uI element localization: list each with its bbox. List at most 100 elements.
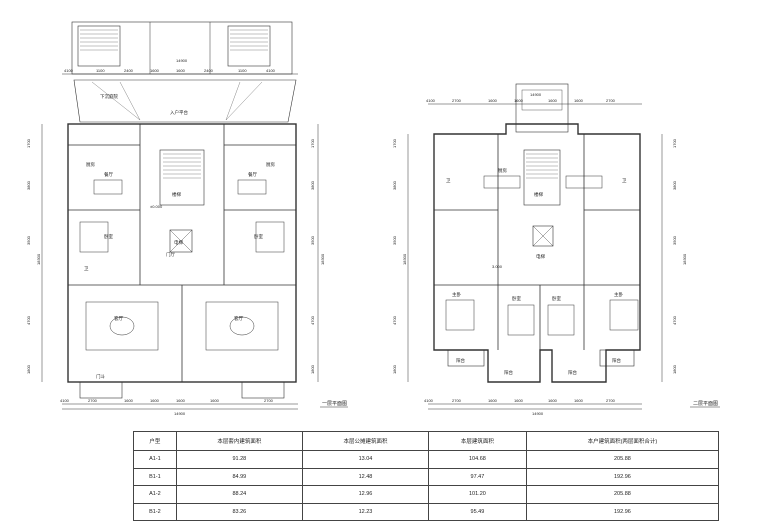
second-floor-overall-vert: 18300 [402, 253, 407, 265]
column-header: 本层建筑面积 [428, 431, 527, 451]
second-floor-left-dim: 1800 [392, 364, 397, 374]
room-label: 阳台 [612, 357, 621, 364]
area-table: 户型 本层套内建筑面积 本层公摊建筑面积 本层建筑面积 本户建筑面积(两层面积合… [133, 431, 720, 521]
first-floor-right-dim: 3800 [310, 180, 315, 190]
second-floor-right-dim: 4700 [672, 315, 677, 325]
second-floor-top-dim: 4100 [426, 98, 436, 103]
table-row: B1-2 83.26 12.23 95.49 192.96 [133, 502, 720, 521]
room-label: 主卧 [614, 291, 623, 298]
second-floor-top-dim: 1600 [514, 98, 524, 103]
room-label: 餐厅 [248, 171, 257, 178]
table-cell: A1-2 [133, 485, 177, 504]
second-floor-top-dim: 1600 [574, 98, 584, 103]
room-label: 主卧 [452, 291, 461, 298]
table-cell: 104.68 [428, 450, 527, 469]
second-floor-rooms: 卫 厨房 主卧 卧室 卧室 主卧 卫 阳台 阳台 阳台 阳台 楼梯 电梯 [446, 167, 627, 376]
second-floor-bottom-dim: 1600 [574, 398, 584, 403]
room-label: 入户平台 [170, 109, 188, 116]
room-label: 门厅 [166, 251, 175, 258]
first-floor-top-dim: 1600 [150, 68, 160, 73]
first-floor-overall-bottom: 14900 [174, 411, 186, 416]
column-header: 本户建筑面积(两层面积合计) [525, 431, 720, 451]
first-floor-top-dim: 4100 [266, 68, 276, 73]
room-label: 卫 [622, 178, 627, 183]
first-floor-bottom-dim: 2700 [88, 398, 98, 403]
table-cell: 192.96 [525, 467, 720, 486]
first-floor-left-dim: 3500 [26, 235, 31, 245]
second-floor-dims: 4100 2700 1600 1600 1600 1600 2700 4100 … [392, 92, 687, 416]
table-cell: 12.96 [301, 485, 430, 504]
second-floor-bottom-dim: 1600 [548, 398, 558, 403]
first-floor-left-dim: 4700 [26, 315, 31, 325]
second-floor-top-dim: 2700 [606, 98, 616, 103]
second-floor-top-dim: 1600 [548, 98, 558, 103]
table-cell: 88.24 [175, 485, 303, 504]
second-floor-bottom-dim: 4100 [424, 398, 434, 403]
second-floor-left-dim: 3500 [392, 235, 397, 245]
first-floor-bottom-dim: 4100 [60, 398, 70, 403]
column-header: 本层公摊建筑面积 [301, 431, 430, 451]
second-floor-plan [433, 83, 641, 383]
first-floor-top-dim: 2400 [124, 68, 134, 73]
room-label: 卫 [446, 178, 451, 183]
room-label: 楼梯 [534, 191, 543, 198]
second-floor-bottom-dim: 1600 [488, 398, 498, 403]
room-label: 楼梯 [172, 191, 181, 198]
table-cell: 205.88 [525, 485, 720, 504]
table-cell: 91.28 [175, 450, 303, 469]
table-cell: B1-2 [133, 502, 177, 521]
second-floor-left-dim: 4700 [392, 315, 397, 325]
first-floor-top-dim: 1100 [238, 68, 247, 73]
table-row: A1-1 91.28 13.04 104.68 205.88 [133, 450, 720, 469]
room-label: 阳台 [456, 357, 465, 364]
column-header: 户型 [133, 431, 177, 451]
second-floor-bottom-dim: 1600 [514, 398, 524, 403]
first-floor-top-dim: 1600 [176, 68, 186, 73]
second-floor-right-dim: 1700 [672, 138, 677, 148]
table-cell: 12.23 [301, 502, 430, 521]
table-cell: 192.96 [525, 502, 720, 521]
table-row: A1-2 88.24 12.96 101.20 205.88 [133, 485, 720, 504]
table-cell: 83.26 [175, 502, 303, 521]
second-floor-right-dim: 3500 [672, 235, 677, 245]
first-floor-left-dim: 1700 [26, 138, 31, 148]
room-label: 卧室 [512, 295, 521, 302]
second-floor-bottom-dim: 2700 [606, 398, 616, 403]
first-floor-right-dim: 3500 [310, 235, 315, 245]
table-cell: 13.04 [301, 450, 430, 469]
table-cell: A1-1 [133, 450, 177, 469]
second-floor-top-dim: 1600 [488, 98, 498, 103]
room-label: 厨房 [498, 167, 507, 174]
room-label: 厨房 [86, 161, 95, 168]
first-floor-top-dim: 4100 [64, 68, 74, 73]
table-cell: 97.47 [428, 467, 527, 486]
first-floor-left-dim: 3800 [26, 180, 31, 190]
second-floor-overall-bottom: 14900 [532, 411, 544, 416]
first-floor-right-dim: 4700 [310, 315, 315, 325]
room-label: 门斗 [96, 373, 105, 380]
first-floor-plan [67, 21, 297, 399]
table-row: B1-1 84.99 12.48 97.47 192.96 [133, 467, 720, 486]
first-floor-right-dim: 1800 [310, 364, 315, 374]
first-floor-dim-lines [41, 73, 319, 410]
first-floor-rooms: 厨房 餐厅 卧室 客厅 门厅 入户平台 下沉庭院 门斗 卫 楼梯 电梯 客厅 卧… [84, 93, 275, 380]
first-floor-bottom-dim: 1600 [124, 398, 134, 403]
first-floor-overall-top: 14900 [176, 58, 188, 63]
column-header: 本层套内建筑面积 [175, 431, 303, 451]
room-label: 电梯 [174, 239, 183, 246]
room-label: 客厅 [234, 315, 243, 322]
first-floor-overall-vert: 18300 [36, 253, 41, 265]
room-label: 卧室 [104, 233, 113, 240]
room-label: 阳台 [568, 369, 577, 376]
table-cell: 205.88 [525, 450, 720, 469]
second-floor-overall-vert: 18300 [682, 253, 687, 265]
room-label: 卫 [84, 266, 89, 271]
first-floor-bottom-dim: 1600 [176, 398, 186, 403]
second-floor-left-dim: 3800 [392, 180, 397, 190]
room-label: 餐厅 [104, 171, 113, 178]
first-floor-left-dim: 1800 [26, 364, 31, 374]
second-floor-right-dim: 3800 [672, 180, 677, 190]
first-floor-right-dim: 1700 [310, 138, 315, 148]
second-floor-caption: 二层平面图 [693, 401, 718, 407]
room-label: 厨房 [266, 161, 275, 168]
